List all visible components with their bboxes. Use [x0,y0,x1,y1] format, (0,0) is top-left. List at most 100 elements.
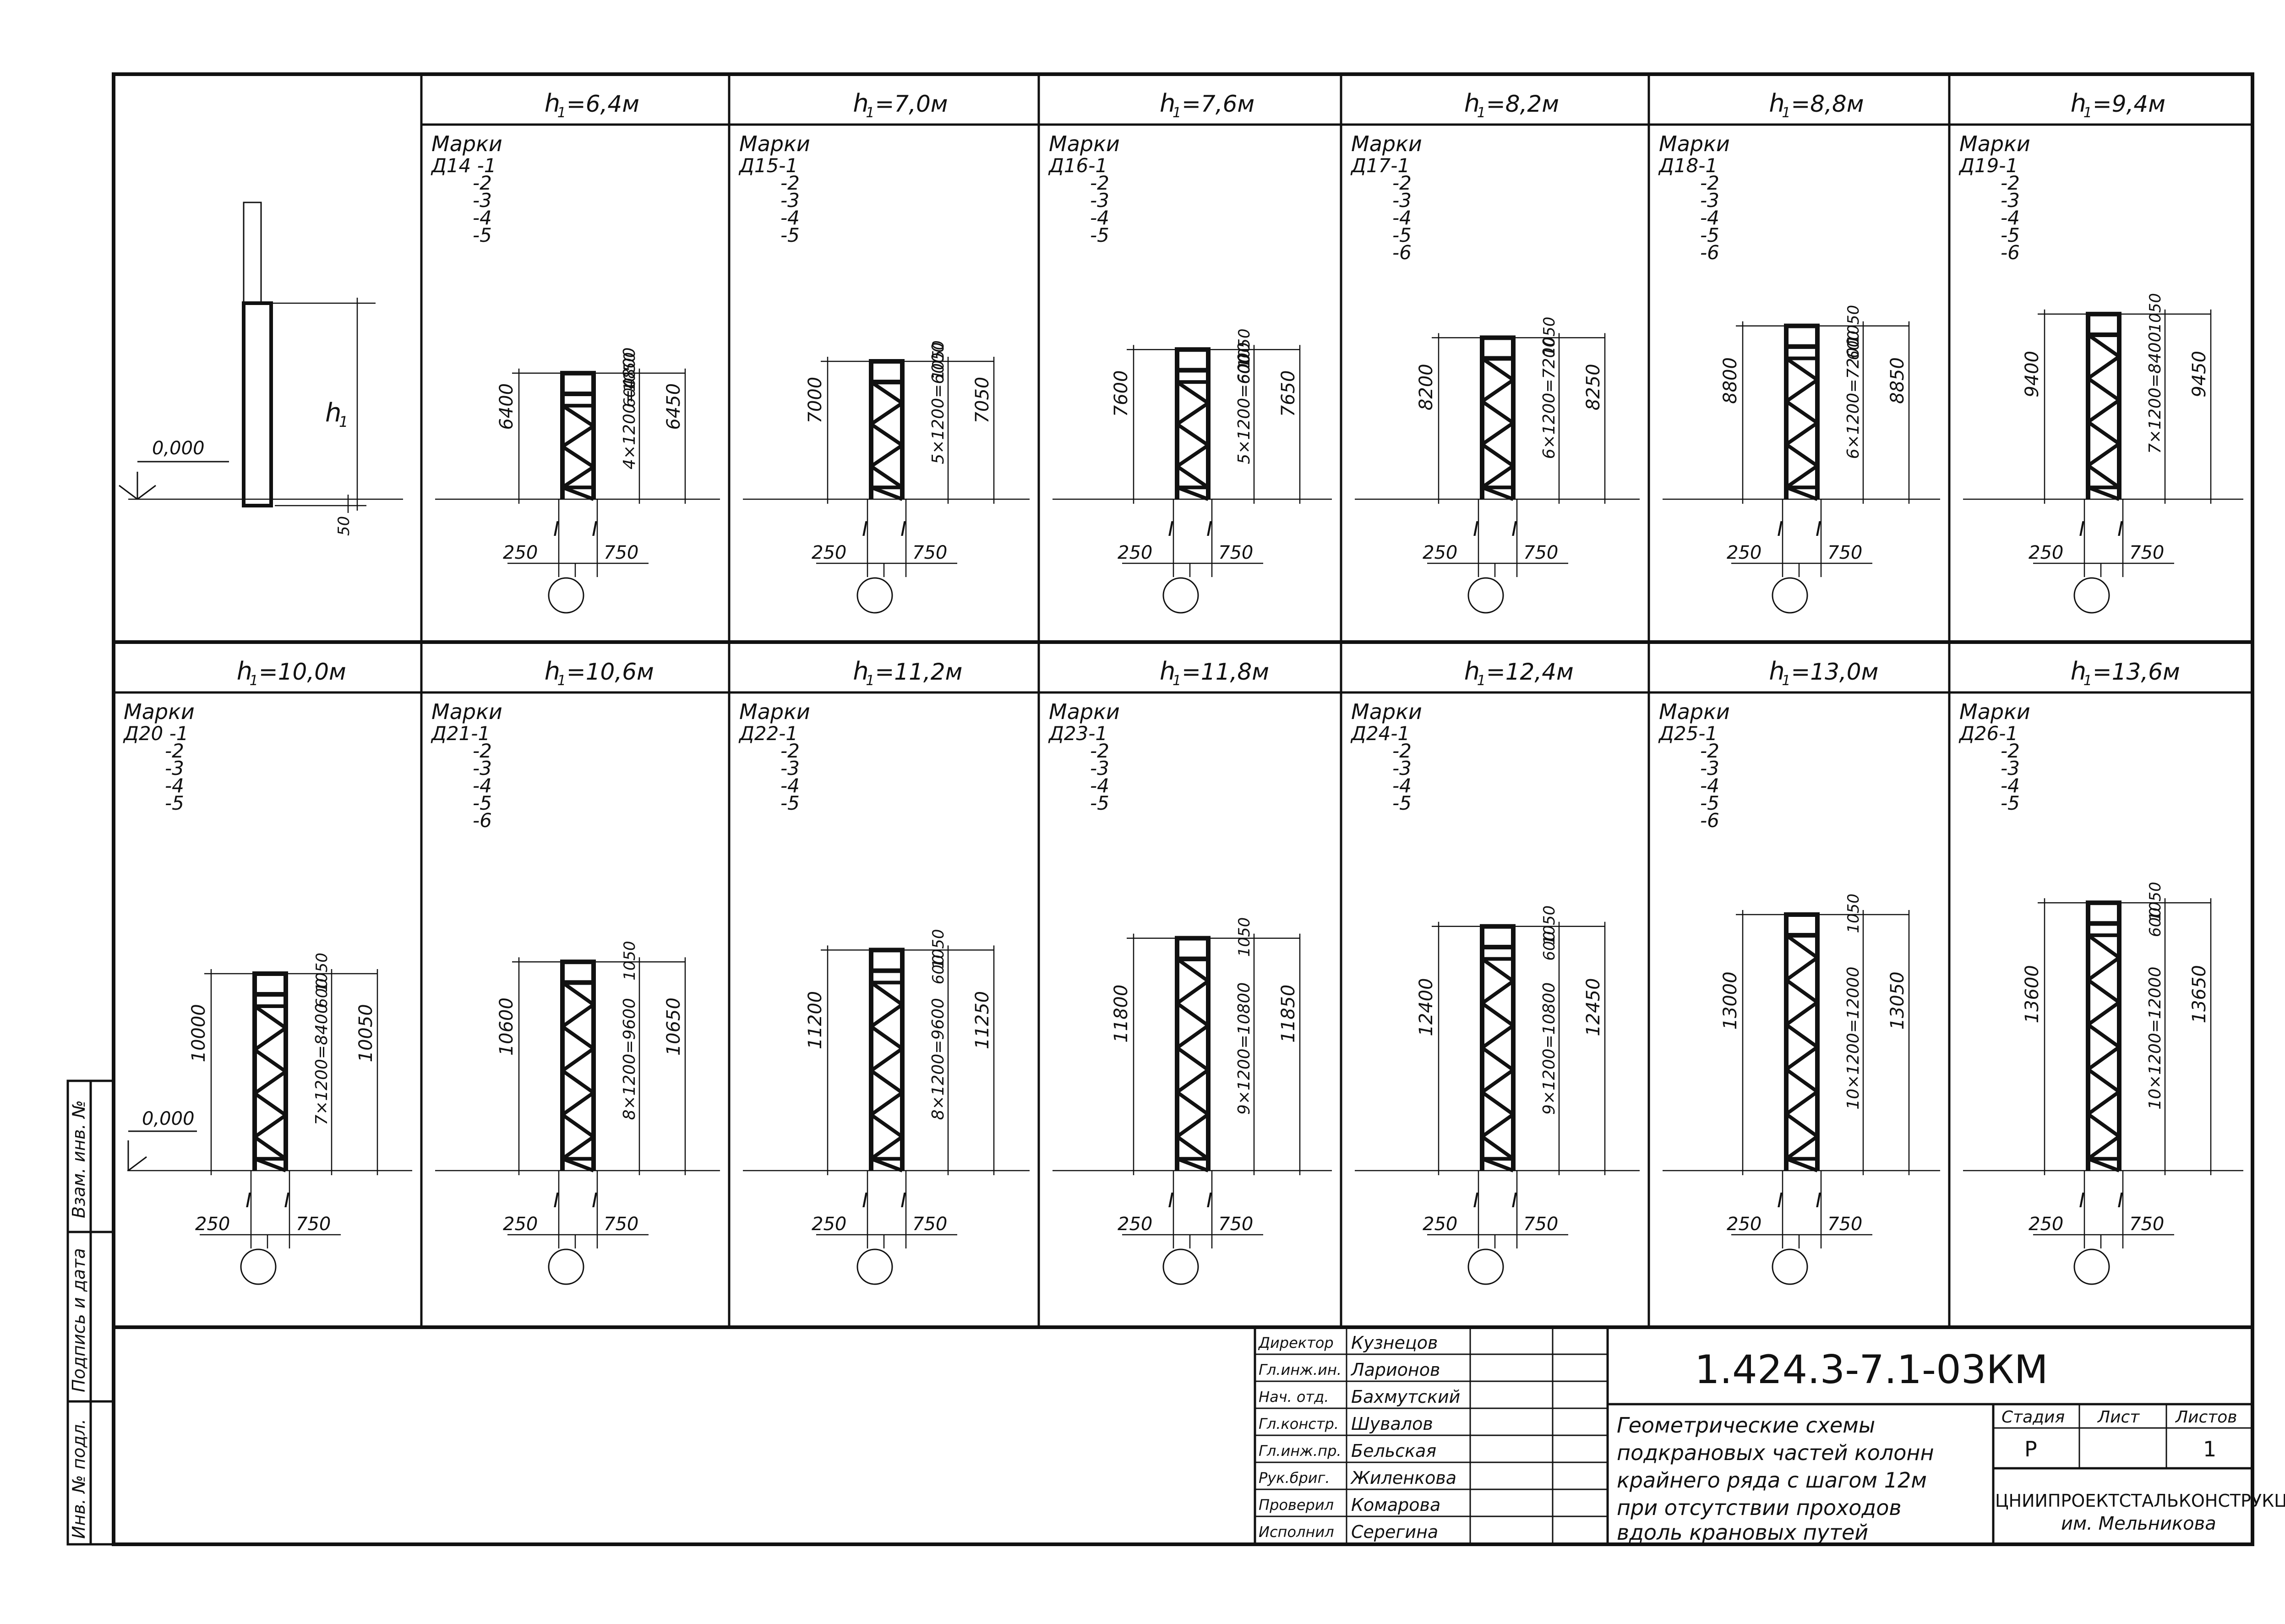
lattice-brace [1785,485,1818,501]
top-panel-3: h1=7,6мМаркиД16-1-2-3-4-5760010506005×12… [1048,89,1332,614]
lattice-brace [1176,464,1210,489]
lattice-brace [2087,1157,2120,1172]
h-value: =11,2м [875,659,962,685]
right-offset-dim: 750 [1523,1214,1558,1235]
top-dim: 1050 [929,340,948,380]
lattice-brace [253,1048,287,1074]
mark-item: -2 [2001,172,2020,194]
column-top-segment [2086,311,2121,337]
lattice-brace [1481,957,1515,983]
h-symbol: h [1464,89,1480,118]
signature-name: Ларионов [1350,1360,1440,1380]
total-dim: 10650 [663,997,684,1056]
step-dim: 10×1200=12000 [2146,967,2165,1110]
lattice-brace [1176,485,1209,501]
mark-item: -4 [1700,774,1719,797]
marks-title: Марки [431,699,502,724]
bottom-panel-3: h1=11,2мМаркиД22-1-2-3-4-51120010506008×… [738,657,1030,1285]
column-top-segment [869,948,905,973]
mark-item: -6 [473,809,492,832]
mark-item: Д15-1 [738,154,798,177]
mark-item: -2 [1700,172,1719,194]
lattice-brace [1785,1135,1819,1161]
stamp-replacement-label: Взам. инв. № [69,1100,89,1218]
step-dim: 8×1200=9600 [929,998,948,1120]
marks-title: Марки [1959,131,2030,156]
bottom-panel-7: h1=13,6мМаркиД26-1-2-3-4-513600105060010… [1958,657,2243,1285]
signature-role: Гл.констр. [1259,1415,1339,1433]
lattice-brace [1176,1090,1210,1116]
right-offset-dim: 750 [1523,542,1558,563]
lattice-brace [1481,1068,1515,1094]
lattice-brace [253,1135,287,1161]
mark-item: -6 [1392,241,1412,264]
top-dim: 1050 [313,953,331,992]
lattice-brace [1481,979,1515,1005]
mark-item: -3 [1700,189,1719,212]
lattice-brace [1481,1112,1515,1138]
right-offset-dim: 750 [1218,1214,1253,1235]
left-offset-dim: 250 [2029,542,2063,563]
lattice-brace [254,1157,287,1172]
lattice-brace [870,485,903,501]
lattice-brace [561,1069,595,1095]
lattice-brace [562,1157,594,1172]
lattice-brace [1785,1157,1818,1172]
lattice-brace [1785,464,1819,489]
h-value: =11,8м [1182,659,1269,685]
key-h-symbol: h [325,398,342,428]
mark-item: -3 [1090,757,1109,779]
signature-name: Кузнецов [1351,1333,1438,1353]
i-beam-right: I [1816,518,1821,541]
lattice-brace [870,1091,904,1117]
left-offset-dim: 250 [1423,1214,1457,1235]
description-line-2: подкрановых частей колонн [1617,1440,1934,1465]
h-subscript: 1 [1172,105,1181,121]
mark-item: -3 [780,189,800,212]
mark-item: -2 [780,740,800,762]
h-value: =9,4м [2093,91,2165,117]
height-dim: 9400 [2022,351,2043,398]
lattice-brace [1481,1157,1514,1172]
mark-item: -3 [473,757,492,779]
h-subscript: 1 [1477,673,1486,689]
key-base-offset: 50 [335,516,353,536]
signature-name: Серегина [1351,1522,1438,1542]
marks-title: Марки [1959,699,2030,724]
mark-item: Д14 -1 [431,154,496,177]
mark-item: -5 [780,224,800,246]
top-dim: 1050 [2146,293,2165,333]
mark-item: -4 [1392,774,1412,797]
height-dim: 12400 [1416,978,1437,1036]
mark-item: -6 [1700,241,1719,264]
mark-item: -4 [780,774,800,797]
mark-item: -5 [1090,224,1109,246]
h-symbol: h [2071,657,2086,686]
datum-label: 0,000 [142,1108,195,1129]
mark-item: -4 [2001,207,2020,229]
stamp-inventory-label: Инв. № подл. [69,1419,89,1539]
mark-item: -3 [1700,757,1719,779]
total-dim: 13050 [1887,971,1908,1030]
lattice-brace [2087,933,2121,959]
column-top-segment [252,971,288,997]
lattice-brace [2087,442,2121,467]
i-beam-left: I [1777,1189,1783,1212]
mark-item: -4 [1090,207,1109,229]
right-offset-dim: 750 [912,542,947,563]
h-value: =10,0м [259,659,346,685]
height-dim: 7000 [805,377,826,424]
mark-item: Д20 -1 [123,722,188,745]
mark-item: -2 [1700,740,1719,762]
i-beam-right: I [1816,1189,1821,1212]
h-subscript: 1 [1172,673,1181,689]
lattice-brace [561,445,595,469]
height-dim: 13000 [1720,971,1741,1030]
step-dim: 7×1200=8400 [2146,332,2165,453]
h-symbol: h [1769,89,1784,118]
axis-bubble [856,577,893,614]
organization-name: ЦНИИПРОЕКТСТАЛЬКОНСТРУКЦИЯ [1995,1491,2285,1511]
